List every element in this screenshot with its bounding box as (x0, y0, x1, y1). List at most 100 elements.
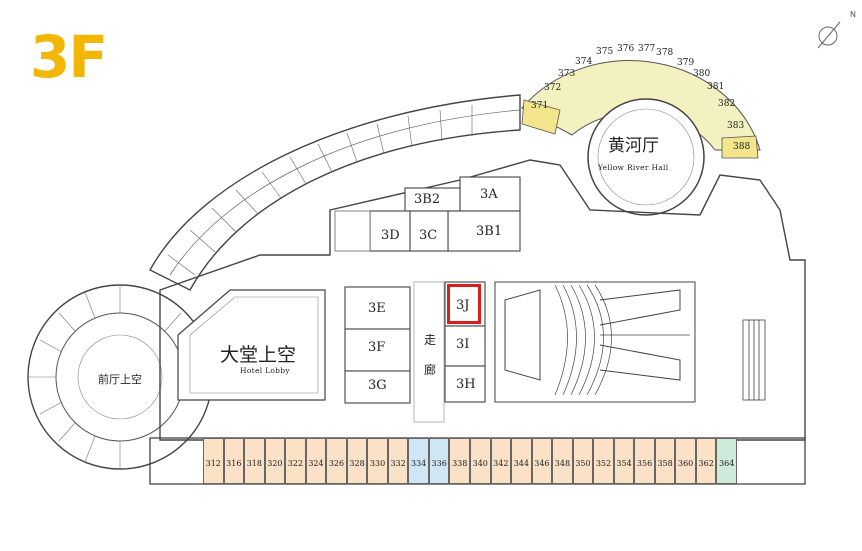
guest-room-334[interactable]: 334 (408, 438, 429, 484)
guest-room-number: 332 (390, 459, 406, 468)
arc-room-label[interactable]: 376 (617, 44, 635, 54)
guest-room-340[interactable]: 340 (470, 438, 491, 484)
arc-room-label[interactable]: 379 (677, 58, 695, 68)
arc-room-label[interactable]: 377 (638, 44, 656, 54)
room-3C[interactable] (409, 210, 449, 252)
auditorium-seating (494, 281, 696, 403)
guest-room-number: 322 (287, 459, 304, 468)
guest-room-326[interactable]: 326 (326, 438, 347, 484)
guest-room-number: 328 (349, 459, 365, 468)
guest-room-364[interactable]: 364 (716, 438, 737, 484)
room-block-west (334, 210, 371, 252)
room-3E-label[interactable]: 3E (368, 301, 386, 316)
guest-room-316[interactable]: 316 (223, 438, 245, 484)
arc-room-label[interactable]: 383 (727, 121, 745, 131)
arc-room-label[interactable]: 388 (733, 142, 751, 152)
guest-room-322[interactable]: 322 (285, 438, 306, 484)
guest-room-number: 340 (472, 459, 488, 468)
guest-room-number: 352 (595, 459, 612, 468)
guest-room-332[interactable]: 332 (387, 438, 409, 484)
guest-room-346[interactable]: 346 (531, 438, 553, 484)
guest-room-328[interactable]: 328 (346, 438, 368, 484)
yellow-river-hall[interactable] (587, 98, 705, 216)
guest-room-356[interactable]: 356 (634, 438, 655, 484)
yellow-river-hall-title: 黄河厅 (608, 136, 659, 156)
guest-room-number: 312 (205, 459, 221, 468)
guest-room-number: 336 (431, 459, 447, 468)
room-3C-label[interactable]: 3C (419, 228, 438, 243)
room-3G-label[interactable]: 3G (368, 378, 387, 393)
room-3H-label[interactable]: 3H (456, 377, 476, 392)
guest-room-number: 318 (246, 459, 262, 468)
arc-room-label[interactable]: 374 (575, 57, 593, 67)
room-3J-label[interactable]: 3J (456, 298, 470, 313)
room-371-highlight (521, 99, 561, 135)
room-3H[interactable] (444, 365, 486, 403)
guest-room-number: 346 (534, 459, 550, 468)
guest-room-number: 364 (719, 459, 735, 468)
selected-room-outline (447, 284, 481, 324)
escalator (742, 319, 766, 401)
guest-room-number: 350 (575, 459, 591, 468)
hotel-lobby-title: 大堂上空 (220, 344, 297, 366)
guest-room-352[interactable]: 352 (593, 438, 614, 484)
guest-room-342[interactable]: 342 (490, 438, 512, 484)
guest-room-number: 338 (452, 459, 468, 468)
room-3A[interactable] (459, 176, 521, 212)
guest-room-number: 358 (657, 459, 673, 468)
guest-room-336[interactable]: 336 (428, 438, 450, 484)
curved-wing (149, 94, 521, 291)
arc-room-label[interactable]: 373 (558, 69, 576, 79)
room-3F-label[interactable]: 3F (368, 340, 386, 355)
arc-room-label[interactable]: 381 (707, 82, 725, 92)
guest-room-number: 342 (493, 459, 509, 468)
guest-room-number: 362 (698, 459, 714, 468)
room-3D-label[interactable]: 3D (381, 228, 400, 243)
hotel-lobby[interactable] (177, 289, 326, 401)
guest-room-330[interactable]: 330 (367, 438, 388, 484)
guest-room-number: 356 (636, 459, 653, 468)
guest-room-318[interactable]: 318 (244, 438, 265, 484)
floor-badge: 3F (30, 23, 108, 91)
hotel-lobby-subtitle: Hotel Lobby (240, 366, 290, 375)
guest-room-number: 360 (678, 459, 694, 468)
guest-room-324[interactable]: 324 (305, 438, 327, 484)
guest-room-354[interactable]: 354 (613, 438, 635, 484)
guest-room-320[interactable]: 320 (264, 438, 286, 484)
room-3B1-label[interactable]: 3B1 (476, 224, 503, 239)
arc-room-label[interactable]: 382 (718, 99, 736, 109)
arc-room-label[interactable]: 371 (531, 101, 549, 111)
guest-room-number: 330 (369, 459, 386, 468)
corridor (413, 281, 445, 423)
arc-room-label[interactable]: 380 (693, 69, 711, 79)
guest-room-number: 324 (308, 459, 324, 468)
room-3I[interactable] (444, 325, 486, 367)
arc-room-label[interactable]: 372 (544, 83, 562, 93)
room-3B1[interactable] (447, 210, 521, 252)
guest-room-360[interactable]: 360 (675, 438, 696, 484)
main-building (159, 159, 806, 441)
guest-room-358[interactable]: 358 (654, 438, 676, 484)
room-3E[interactable] (344, 286, 411, 330)
arc-room-label[interactable]: 378 (656, 48, 674, 58)
room-3A-label[interactable]: 3A (480, 187, 498, 202)
guest-room-350[interactable]: 350 (572, 438, 594, 484)
guest-room-312[interactable]: 312 (203, 438, 224, 484)
north-label: N (850, 10, 856, 19)
guest-room-338[interactable]: 338 (449, 438, 470, 484)
arc-room-label[interactable]: 375 (596, 47, 614, 57)
guest-room-number: 320 (267, 459, 283, 468)
front-hall-label: 前厅上空 (98, 373, 142, 386)
guest-room-348[interactable]: 348 (552, 438, 573, 484)
guest-room-number: 334 (411, 459, 427, 468)
room-3I-label[interactable]: 3I (456, 337, 470, 352)
room-3G[interactable] (344, 370, 411, 404)
guest-room-362[interactable]: 362 (695, 438, 717, 484)
room-3B2-label[interactable]: 3B2 (414, 192, 441, 207)
guest-room-number: 316 (226, 459, 242, 468)
guest-room-344[interactable]: 344 (511, 438, 532, 484)
room-3D[interactable] (369, 210, 411, 252)
corridor-label-2: 廊 (423, 363, 436, 377)
